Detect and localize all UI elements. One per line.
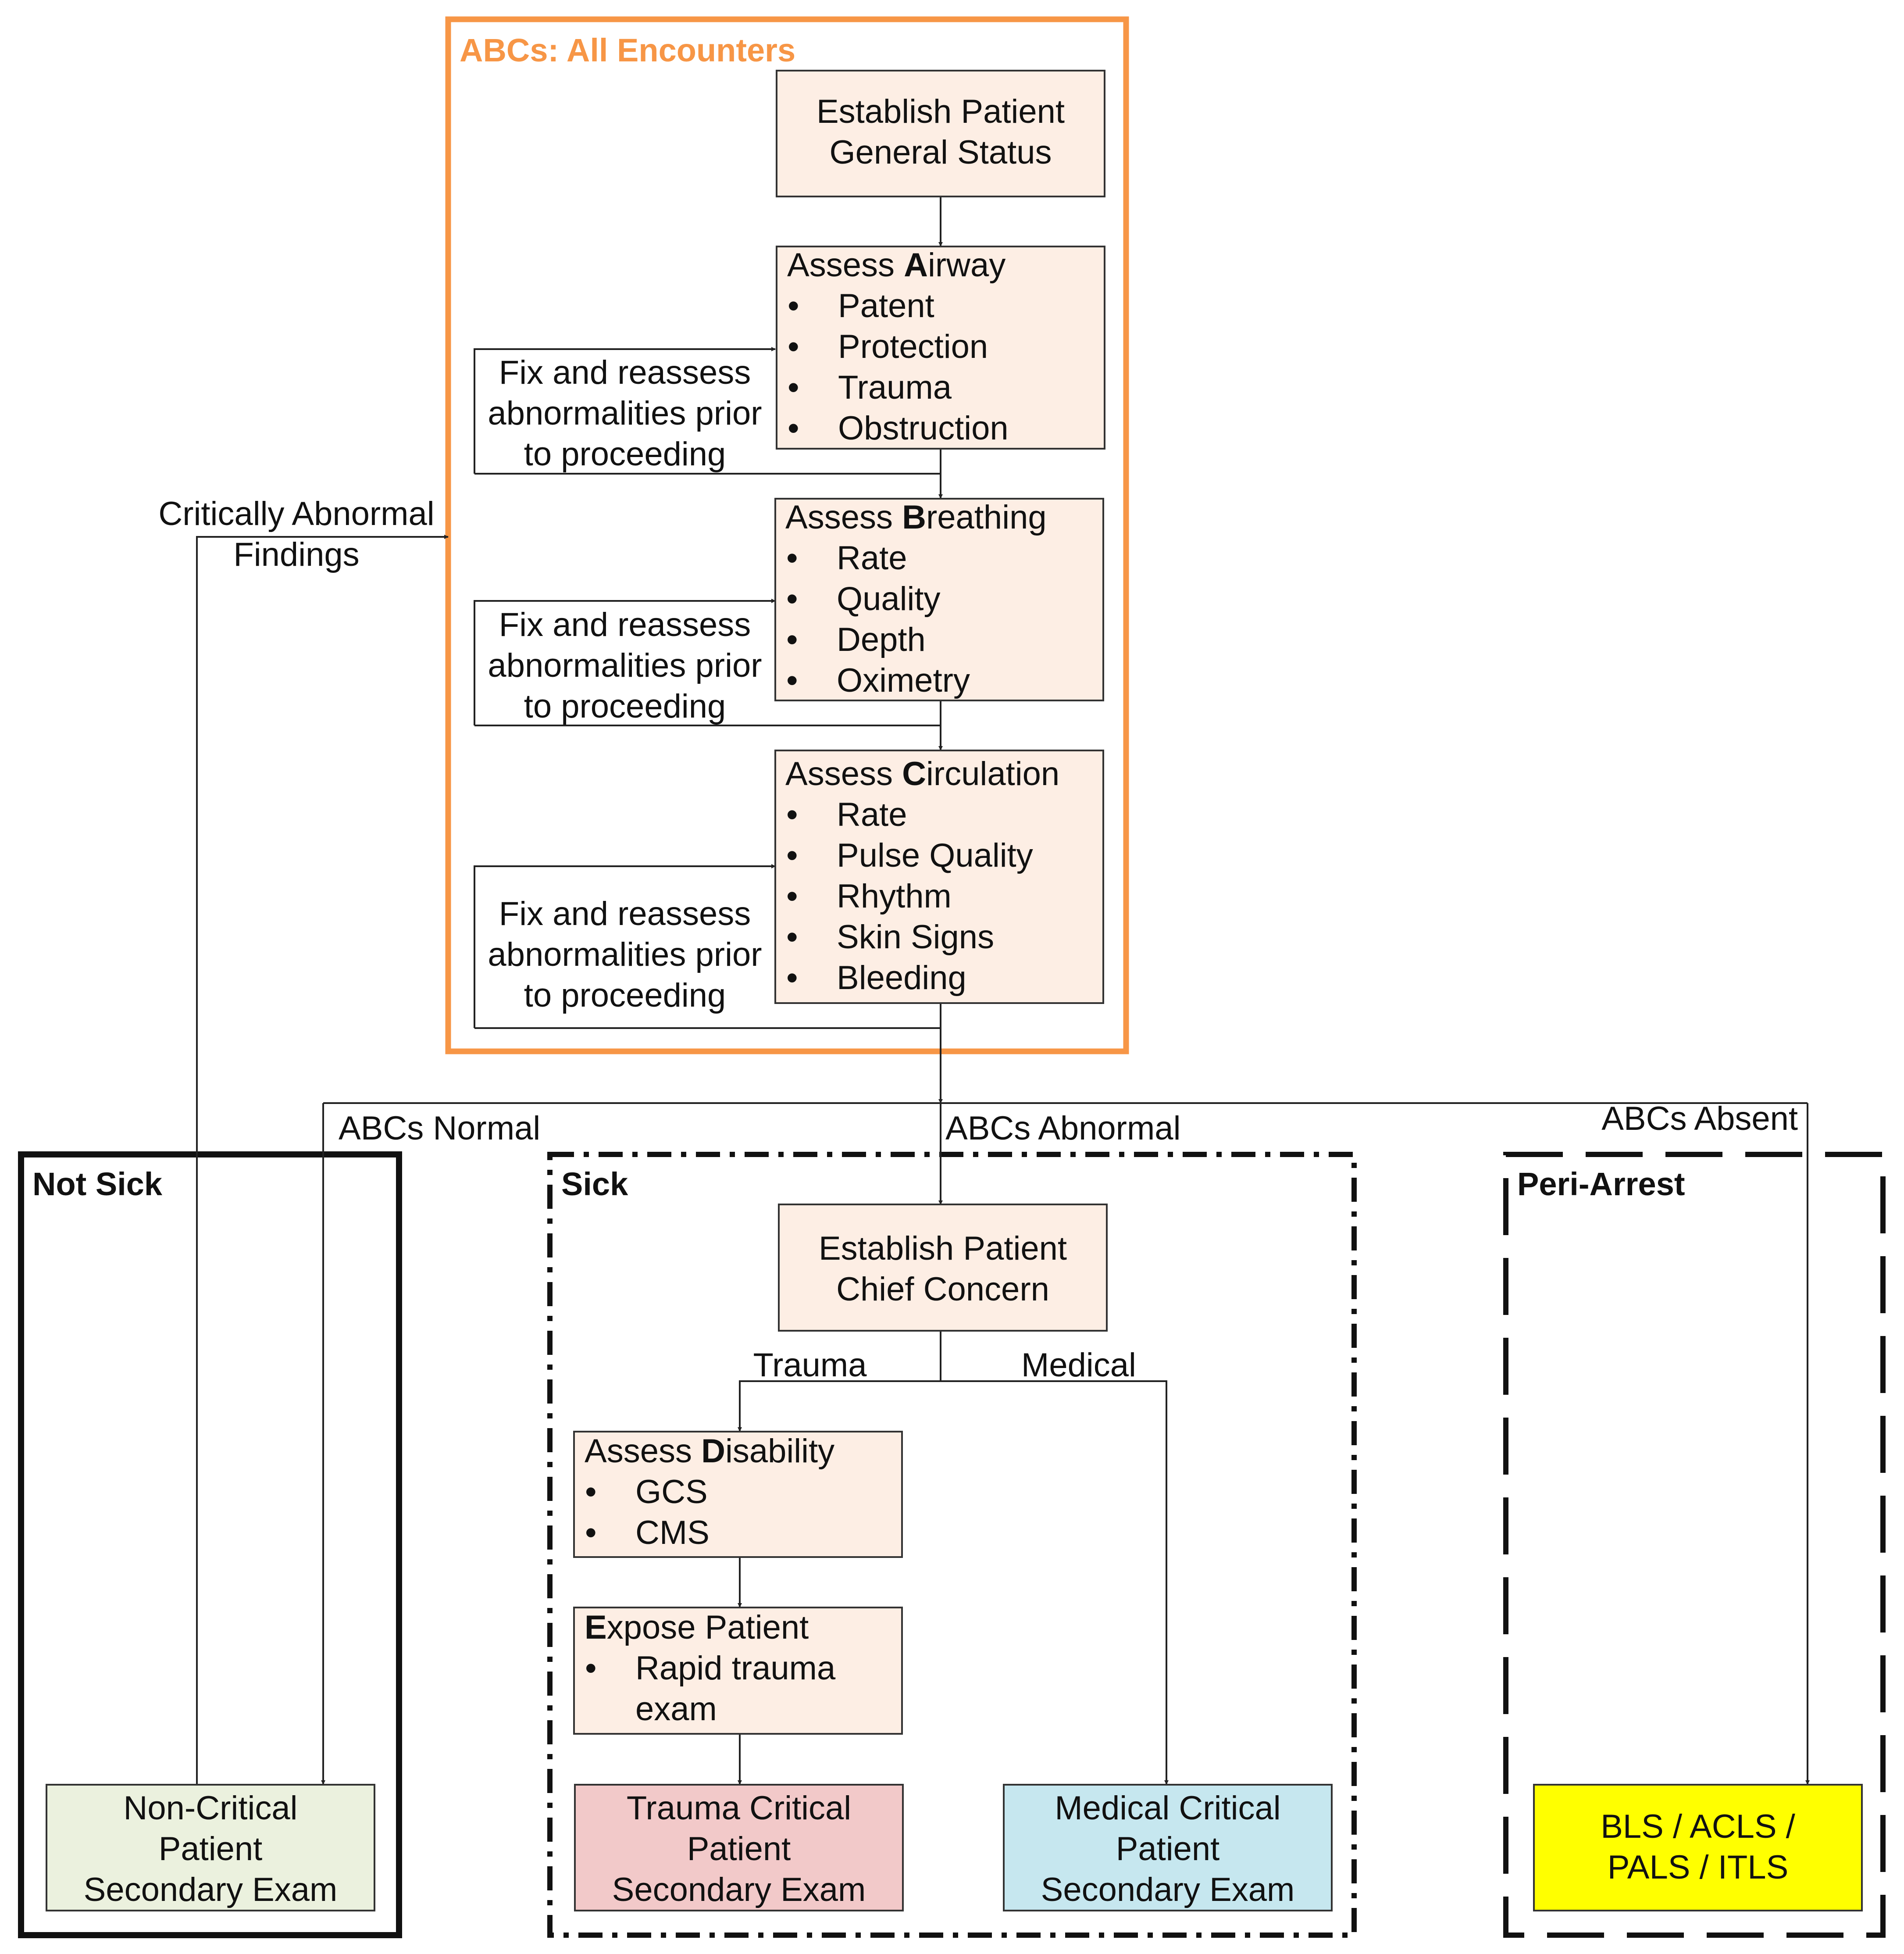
svg-text:CMS: CMS xyxy=(635,1514,710,1551)
label-abcs-abnormal: ABCs Abnormal xyxy=(945,1110,1180,1147)
not-sick-group-border xyxy=(18,1151,402,1938)
svg-text:abnormalities prior: abnormalities prior xyxy=(488,395,762,432)
svg-text:Oximetry: Oximetry xyxy=(837,662,970,699)
svg-text:Rate: Rate xyxy=(837,796,907,833)
disability-heading: Assess Disability xyxy=(585,1432,834,1470)
node-non-critical: Non-Critical Patient Secondary Exam xyxy=(46,1784,375,1911)
svg-text:Non-Critical: Non-Critical xyxy=(124,1790,298,1827)
svg-text:Rate: Rate xyxy=(837,539,907,577)
edge-fix2-breathing xyxy=(474,599,776,725)
svg-text:•: • xyxy=(788,287,799,325)
svg-text:•: • xyxy=(786,662,798,699)
node-fix-2: Fix and reassess abnormalities prior to … xyxy=(488,606,762,725)
svg-text:exam: exam xyxy=(635,1690,717,1728)
svg-text:Depth: Depth xyxy=(837,621,926,658)
edge-fix1-airway xyxy=(474,347,776,474)
svg-text:Trauma: Trauma xyxy=(838,369,952,406)
peri-arrest-group-border xyxy=(1503,1152,1886,1938)
svg-text:•: • xyxy=(585,1514,597,1551)
svg-text:PALS / ITLS: PALS / ITLS xyxy=(1608,1849,1789,1886)
edge-critical-loop xyxy=(196,535,449,1784)
svg-text:Secondary Exam: Secondary Exam xyxy=(84,1871,338,1908)
peri-arrest-group-label: Peri-Arrest xyxy=(1517,1166,1685,1202)
svg-text:Skin Signs: Skin Signs xyxy=(837,918,994,956)
node-bls-acls: BLS / ACLS / PALS / ITLS xyxy=(1533,1784,1863,1911)
svg-text:to proceeding: to proceeding xyxy=(524,436,726,473)
svg-text:Bleeding: Bleeding xyxy=(837,959,966,997)
airway-heading: Assess Airway xyxy=(787,246,1005,284)
label-trauma: Trauma xyxy=(753,1347,867,1384)
svg-text:Patient: Patient xyxy=(1116,1830,1220,1868)
svg-text:Patient: Patient xyxy=(159,1830,263,1868)
svg-text:Protection: Protection xyxy=(838,328,988,365)
svg-text:BLS / ACLS /: BLS / ACLS / xyxy=(1601,1808,1795,1845)
svg-text:Fix and reassess: Fix and reassess xyxy=(499,354,751,391)
svg-text:Pulse Quality: Pulse Quality xyxy=(837,837,1033,874)
svg-text:Rhythm: Rhythm xyxy=(837,878,952,915)
node-general-status: Establish Patient General Status xyxy=(776,70,1105,197)
connectors xyxy=(196,196,1810,1785)
svg-text:Secondary Exam: Secondary Exam xyxy=(1041,1871,1295,1908)
svg-text:•: • xyxy=(786,878,798,915)
node-trauma-critical: Trauma Critical Patient Secondary Exam xyxy=(574,1784,904,1911)
sick-group-border xyxy=(547,1152,1357,1938)
node-airway: Assess Airway • Patent • Protection • Traum… xyxy=(776,246,1105,450)
svg-text:abnormalities prior: abnormalities prior xyxy=(488,647,762,684)
svg-text:•: • xyxy=(585,1650,597,1687)
svg-text:•: • xyxy=(788,410,799,447)
node-medical-critical: Medical Critical Patient Secondary Exam xyxy=(1003,1784,1333,1911)
svg-text:Rapid trauma: Rapid trauma xyxy=(635,1650,836,1687)
svg-text:GCS: GCS xyxy=(635,1473,708,1511)
svg-text:•: • xyxy=(786,959,798,997)
not-sick-group-label: Not Sick xyxy=(32,1166,163,1202)
node-chief-concern: Establish Patient Chief Concern xyxy=(778,1204,1108,1332)
abc-group-title: ABCs: All Encounters xyxy=(460,32,795,68)
label-critically-abnormal-2: Findings xyxy=(233,536,359,573)
circulation-heading: Assess Circulation xyxy=(785,755,1059,793)
svg-text:to proceeding: to proceeding xyxy=(524,977,726,1014)
svg-text:abnormalities prior: abnormalities prior xyxy=(488,936,762,973)
sick-group-label: Sick xyxy=(561,1166,628,1202)
svg-text:General Status: General Status xyxy=(830,134,1052,171)
label-abcs-absent: ABCs Absent xyxy=(1601,1100,1798,1137)
label-critically-abnormal-1: Critically Abnormal xyxy=(158,495,434,532)
node-breathing: Assess Breathing • Rate • Quality • Depth •… xyxy=(774,498,1104,701)
label-abcs-normal: ABCs Normal xyxy=(339,1110,540,1147)
expose-heading: Expose Patient xyxy=(585,1609,809,1646)
svg-text:Medical Critical: Medical Critical xyxy=(1055,1790,1280,1827)
svg-text:Patent: Patent xyxy=(838,287,934,325)
node-disability: Assess Disability • GCS • CMS xyxy=(573,1431,903,1558)
node-circulation: Assess Circulation •Rate •Pulse Quality … xyxy=(774,750,1104,1004)
svg-text:to proceeding: to proceeding xyxy=(524,688,726,725)
svg-text:Quality: Quality xyxy=(837,580,941,618)
svg-text:Obstruction: Obstruction xyxy=(838,410,1009,447)
edge-fix3-circulation xyxy=(474,864,776,1028)
svg-text:•: • xyxy=(786,580,798,618)
svg-text:•: • xyxy=(788,369,799,406)
svg-text:•: • xyxy=(788,328,799,365)
svg-text:Secondary Exam: Secondary Exam xyxy=(612,1871,866,1908)
breathing-heading: Assess Breathing xyxy=(785,499,1047,536)
edge-trauma-disability xyxy=(738,1380,941,1432)
svg-text:Chief Concern: Chief Concern xyxy=(836,1271,1049,1308)
svg-text:Establish Patient: Establish Patient xyxy=(819,1230,1067,1267)
node-expose: Expose Patient • Rapid trauma exam xyxy=(573,1607,903,1735)
svg-text:Fix and reassess: Fix and reassess xyxy=(499,895,751,932)
node-fix-1: Fix and reassess abnormalities prior to … xyxy=(488,354,762,473)
svg-text:Patient: Patient xyxy=(687,1830,791,1868)
svg-text:•: • xyxy=(786,837,798,874)
svg-text:•: • xyxy=(786,621,798,658)
svg-text:•: • xyxy=(585,1473,597,1511)
svg-text:•: • xyxy=(786,918,798,956)
svg-text:Establish Patient: Establish Patient xyxy=(817,93,1065,130)
node-fix-3: Fix and reassess abnormalities prior to … xyxy=(488,895,762,1014)
edge-medical-critical xyxy=(941,1380,1169,1785)
svg-text:Trauma Critical: Trauma Critical xyxy=(627,1790,851,1827)
svg-text:Fix and reassess: Fix and reassess xyxy=(499,606,751,643)
svg-text:•: • xyxy=(786,796,798,833)
svg-text:•: • xyxy=(786,539,798,577)
label-medical: Medical xyxy=(1021,1347,1136,1384)
